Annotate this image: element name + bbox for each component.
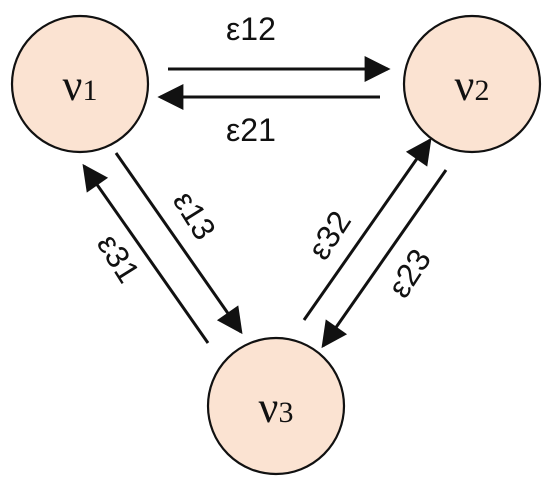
node-v1-index: 1 <box>82 74 97 107</box>
edge-label-e12: ε12 <box>226 11 276 47</box>
edge-label-e31: ε31 <box>90 228 147 289</box>
node-v1-symbol: ν <box>63 61 83 110</box>
edge-v3-to-v2 <box>302 137 432 321</box>
node-v3-symbol: ν <box>259 383 279 432</box>
svg-text:ν3: ν3 <box>259 383 294 432</box>
edge-v2-to-v3 <box>321 169 448 349</box>
svg-text:ν1: ν1 <box>63 61 98 110</box>
node-v1: ν1 <box>10 14 150 154</box>
node-v3-index: 3 <box>278 396 293 429</box>
node-v3: ν3 <box>206 336 346 476</box>
edge-v3-to-v1 <box>82 163 210 344</box>
node-v2: ν2 <box>402 14 542 154</box>
edge-v1-to-v3 <box>114 152 243 335</box>
edge-label-e21: ε21 <box>226 112 276 148</box>
node-v2-index: 2 <box>474 74 489 107</box>
svg-text:ν2: ν2 <box>455 61 490 110</box>
node-v2-symbol: ν <box>455 61 475 110</box>
